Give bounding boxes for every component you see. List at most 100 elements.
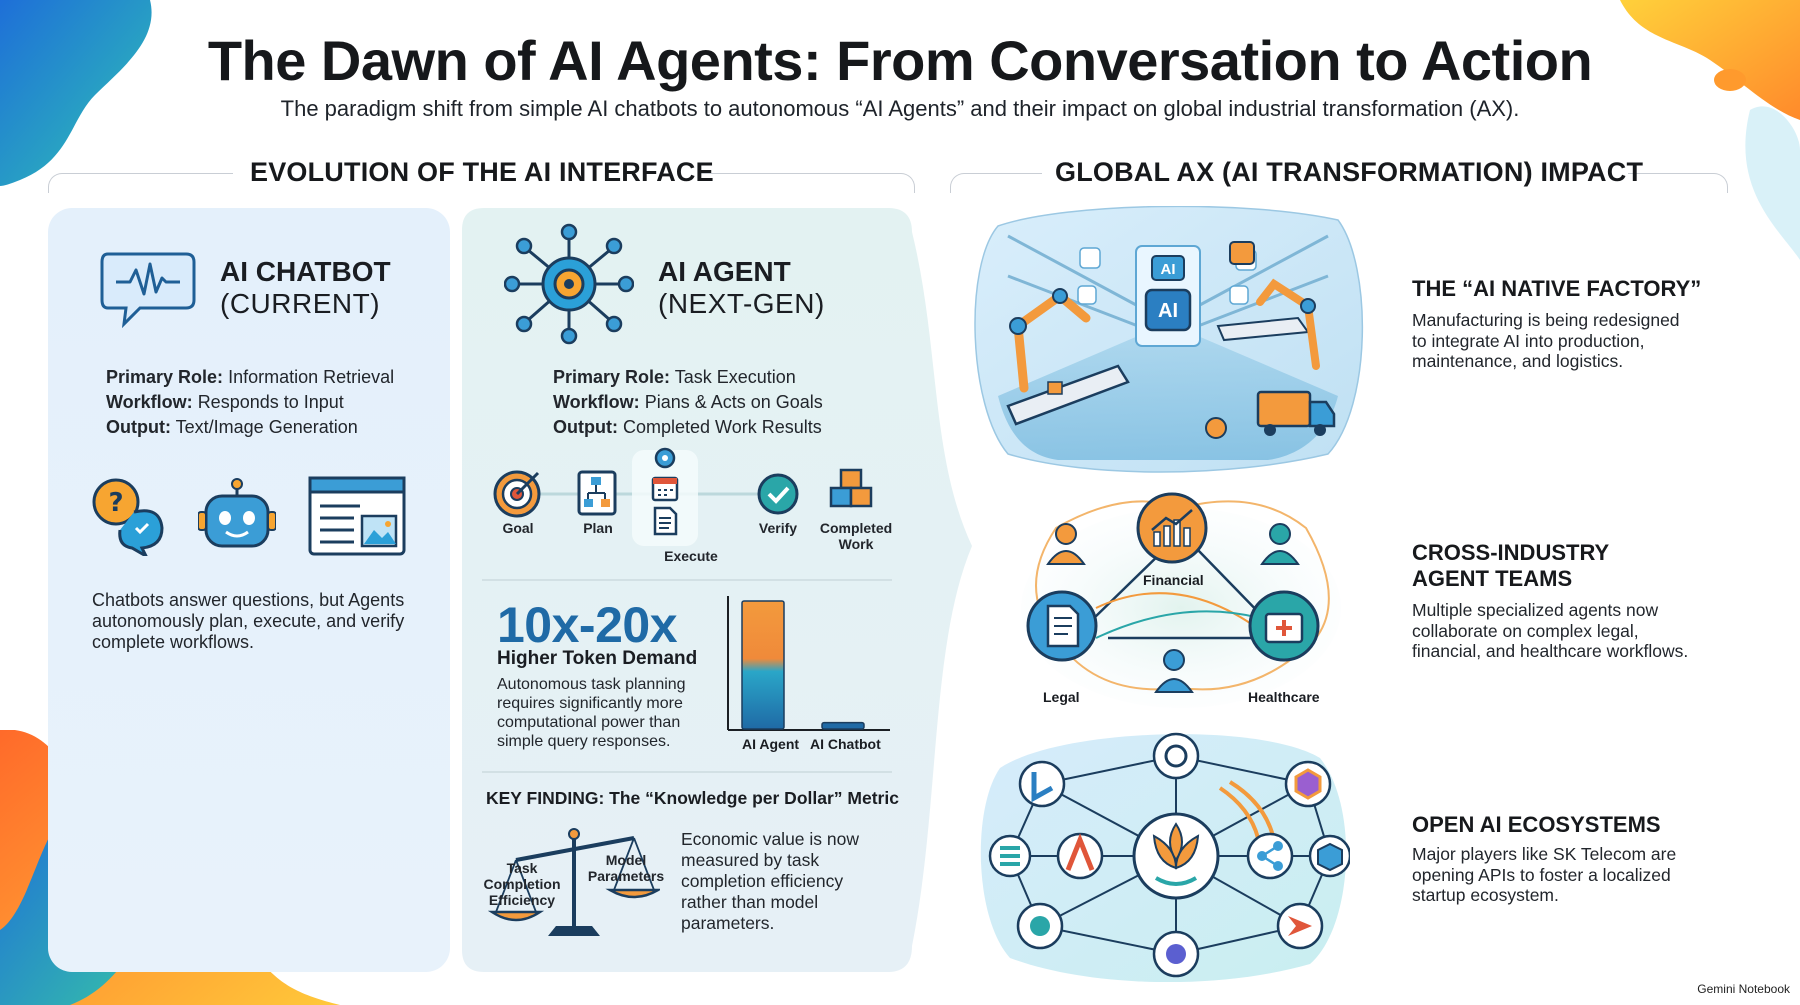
chatbot-panel (48, 208, 450, 972)
step-label-verify: Verify (758, 520, 798, 536)
partner-logo-openai-icon (1164, 744, 1188, 768)
team-label-healthcare: Healthcare (1248, 689, 1320, 705)
spec-label: Primary Role: (553, 367, 671, 387)
page-title: The Dawn of AI Agents: From Conversation… (207, 29, 1593, 92)
execute-calendar-icon (651, 476, 679, 502)
legal-document-icon (1026, 590, 1098, 662)
chatbot-spec-output: Output: Text/Image Generation (106, 415, 394, 440)
token-demand-chart (727, 596, 890, 731)
right-section-heading: GLOBAL AX (AI TRANSFORMATION) IMPACT (1055, 157, 1644, 187)
partner-logo-flower-icon (1030, 916, 1050, 936)
bar-label-ai-chatbot: AI Chatbot (810, 736, 881, 752)
agent-team-diagram (1021, 492, 1341, 708)
agent-specs: Primary Role: Task Execution Workflow: P… (553, 365, 823, 440)
token-demand-label: Higher Token Demand (497, 648, 698, 669)
healthcare-kit-icon (1248, 590, 1320, 662)
chatbot-spec-workflow: Workflow: Responds to Input (106, 390, 394, 415)
step-label-plan: Plan (583, 520, 613, 536)
left-section-rule-right (700, 173, 915, 193)
spec-value: Task Execution (674, 367, 796, 387)
spec-label: Output: (553, 417, 618, 437)
person-icon-right (1260, 523, 1300, 565)
ecosystems-title: OPEN AI ECOSYSTEMS (1412, 812, 1661, 837)
partner-logo-a-icon (1065, 833, 1095, 871)
spec-value: Responds to Input (197, 392, 344, 412)
completed-work-cubes-icon (829, 468, 873, 508)
step-label-completed-work: Completed Work (819, 520, 893, 552)
spec-label: Primary Role: (106, 367, 224, 387)
chatbot-subtitle-text: (CURRENT) (220, 288, 381, 319)
verify-check-icon (757, 473, 799, 515)
key-finding-description: Economic value is now measured by task c… (681, 829, 859, 933)
key-finding-title: KEY FINDING: The “Knowledge per Dollar” … (486, 788, 899, 808)
agent-title: AI AGENT (NEXT-GEN) (658, 256, 825, 320)
agent-spec-workflow: Workflow: Pians & Acts on Goals (553, 390, 823, 415)
corner-blob-top-right (1620, 0, 1800, 260)
spec-label: Output: (106, 417, 171, 437)
corner-blob-top-left (0, 0, 152, 186)
workflow-steps (493, 447, 873, 546)
right-section-rule-right (1628, 173, 1728, 193)
waveform-chat-icon (100, 252, 196, 329)
spec-value: Information Retrieval (228, 367, 395, 387)
spec-label: Workflow: (553, 392, 640, 412)
financial-chart-icon (1136, 492, 1208, 564)
ecosystem-lotus-icon (1152, 822, 1200, 870)
chatbot-specs: Primary Role: Information Retrieval Work… (106, 365, 394, 440)
bar-ai-agent (741, 600, 785, 730)
browser-window-icon (308, 476, 406, 556)
person-icon-left (1046, 523, 1086, 565)
agent-subtitle-text: (NEXT-GEN) (658, 288, 825, 319)
ecosystem-network (980, 732, 1350, 982)
factory-title: THE “AI NATIVE FACTORY” (1412, 276, 1702, 301)
left-section-rule-left (48, 173, 233, 193)
bar-ai-chatbot (821, 721, 865, 730)
partner-logo-arrow-icon (1288, 916, 1312, 936)
spec-value: Pians & Acts on Goals (644, 392, 823, 412)
agent-panel (462, 208, 972, 972)
factory-description: Manufacturing is being redesigned to int… (1412, 310, 1680, 371)
agent-title-text: AI AGENT (658, 256, 791, 287)
brand-watermark: Gemini Notebook (1697, 982, 1790, 996)
chatbot-title-text: AI CHATBOT (220, 256, 391, 287)
partner-logo-hexagon-icon (1294, 768, 1322, 800)
agent-spec-role: Primary Role: Task Execution (553, 365, 823, 390)
left-section-heading: EVOLUTION OF THE AI INTERFACE (250, 157, 714, 187)
ecosystems-description: Major players like SK Telecom are openin… (1412, 844, 1677, 905)
scale-label-task-efficiency: Task Completion Efficiency (483, 860, 561, 908)
spec-label: Workflow: (106, 392, 193, 412)
partner-logo-stripes-icon (1000, 846, 1020, 866)
agent-spec-output: Output: Completed Work Results (553, 415, 823, 440)
step-label-goal: Goal (502, 520, 534, 536)
factory-ai-label-main: AI (1158, 300, 1178, 322)
page-subtitle: The paradigm shift from simple AI chatbo… (280, 96, 1520, 121)
factory-illustration: AI AI (974, 206, 1364, 473)
plan-flowchart-icon (577, 470, 617, 516)
token-demand-description: Autonomous task planning requires signif… (497, 676, 686, 750)
partner-logo-gear-icon (1166, 944, 1186, 964)
balance-scale-icon (488, 828, 660, 936)
chatbot-spec-role: Primary Role: Information Retrieval (106, 365, 394, 390)
spec-value: Completed Work Results (622, 417, 822, 437)
goal-target-icon (493, 470, 541, 518)
person-icon-center (1154, 649, 1194, 693)
chatbot-summary: Chatbots answer questions, but Agents au… (92, 590, 405, 652)
agent-teams-title: CROSS-INDUSTRY AGENT TEAMS (1412, 540, 1609, 591)
team-label-financial: Financial (1143, 572, 1204, 588)
robot-icon (198, 478, 276, 548)
agent-teams-description: Multiple specialized agents now collabor… (1412, 600, 1689, 661)
scale-label-model-parameters: Model Parameters (587, 852, 665, 884)
bar-label-ai-agent: AI Agent (742, 736, 800, 752)
right-section-rule-left (950, 173, 1042, 193)
step-label-execute: Execute (664, 548, 718, 564)
execute-document-icon (653, 506, 678, 536)
factory-ai-label-top: AI (1161, 261, 1176, 278)
spec-value: Text/Image Generation (175, 417, 358, 437)
token-demand-value: 10x-20x (497, 597, 678, 653)
question-chat-icon: ? (92, 478, 164, 556)
partner-logo-cube-icon (1317, 842, 1343, 872)
svg-text:?: ? (108, 488, 123, 518)
partner-logo-bing-icon (1031, 772, 1054, 803)
agent-network-icon (504, 223, 634, 345)
team-label-legal: Legal (1043, 689, 1080, 705)
